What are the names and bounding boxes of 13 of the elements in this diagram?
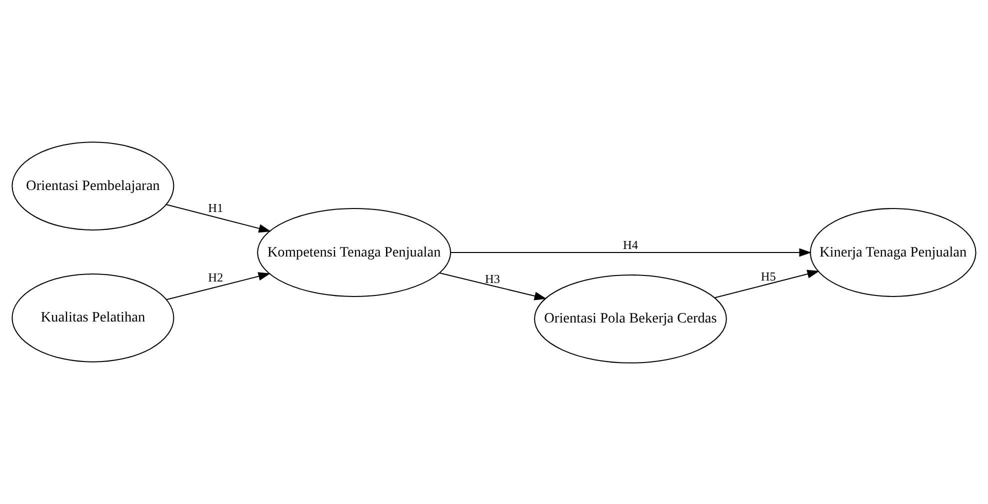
edge-label: H3 [485,271,500,286]
node-ellipse: Orientasi Pembelajaran [12,141,174,230]
arrow [450,248,812,256]
node-ellipse: Kinerja Tenaga Penjualan [810,208,976,296]
arrow [714,269,820,298]
edge-label: H1 [208,200,224,215]
edge-label: H5 [760,269,776,284]
arrow [440,272,547,300]
node-ellipse: Kualitas Pelatihan [12,272,174,362]
edge-label: H2 [208,270,224,284]
arrow [166,204,272,232]
arrow [166,272,271,300]
edge-label: H4 [622,238,638,252]
